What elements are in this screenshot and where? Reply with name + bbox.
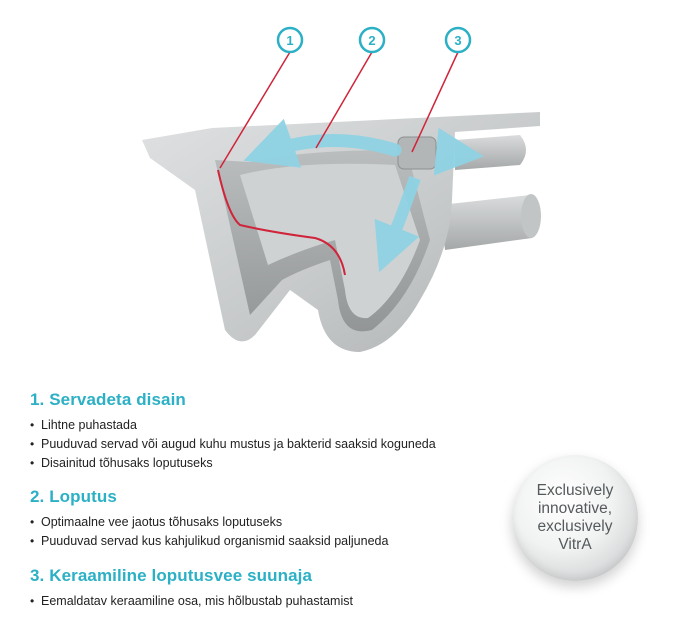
bullet-icon: •	[30, 594, 35, 608]
bullet-icon: •	[30, 515, 35, 529]
water-flow-arrows	[243, 118, 484, 273]
bullet-icon: •	[30, 534, 35, 548]
badge-line-3: exclusively	[537, 518, 613, 535]
section-flush: 2. Loputus •Optimaalne vee jaotus tõhusa…	[30, 487, 388, 551]
section-rimless-design: 1. Servadeta disain •Lihtne puhastada •P…	[30, 390, 436, 473]
badge-line-4: VitrA	[558, 536, 592, 553]
badge-line-1: Exclusively	[536, 482, 614, 499]
list-item: •Puuduvad servad kus kahjulikud organism…	[30, 532, 388, 551]
bullet-list: •Eemaldatav keraamiline osa, mis hõlbust…	[30, 592, 353, 611]
section-ceramic-diverter: 3. Keraamiline loputusvee suunaja •Eemal…	[30, 566, 353, 611]
vitra-badge: Exclusively innovative, exclusively Vitr…	[512, 455, 638, 581]
list-item: •Puuduvad servad või augud kuhu mustus j…	[30, 435, 436, 454]
list-item: •Optimaalne vee jaotus tõhusaks loputuse…	[30, 513, 388, 532]
bullet-list: •Optimaalne vee jaotus tõhusaks loputuse…	[30, 513, 388, 551]
callout-2: 2	[358, 26, 386, 54]
rimless-contour-line	[217, 169, 346, 276]
callout-3: 3	[444, 26, 472, 54]
list-item: •Eemaldatav keraamiline osa, mis hõlbust…	[30, 592, 353, 611]
callout-1-label: 1	[286, 33, 293, 48]
list-item: •Lihtne puhastada	[30, 416, 436, 435]
bullet-list: •Lihtne puhastada •Puuduvad servad või a…	[30, 416, 436, 473]
list-item: •Disainitud tõhusaks loputuseks	[30, 454, 436, 473]
callout-3-label: 3	[454, 33, 461, 48]
section-heading: 3. Keraamiline loputusvee suunaja	[30, 566, 313, 585]
callout-leaders	[219, 51, 459, 169]
toilet-cross-section-illustration: 1 2 3	[142, 26, 541, 352]
bullet-icon: •	[30, 456, 35, 470]
callout-1: 1	[276, 26, 304, 54]
bullet-icon: •	[30, 418, 35, 432]
callout-2-label: 2	[368, 33, 375, 48]
section-heading: 2. Loputus	[30, 487, 117, 506]
badge-line-2: innovative,	[537, 500, 613, 517]
bullet-icon: •	[30, 437, 35, 451]
section-heading: 1. Servadeta disain	[30, 390, 186, 409]
